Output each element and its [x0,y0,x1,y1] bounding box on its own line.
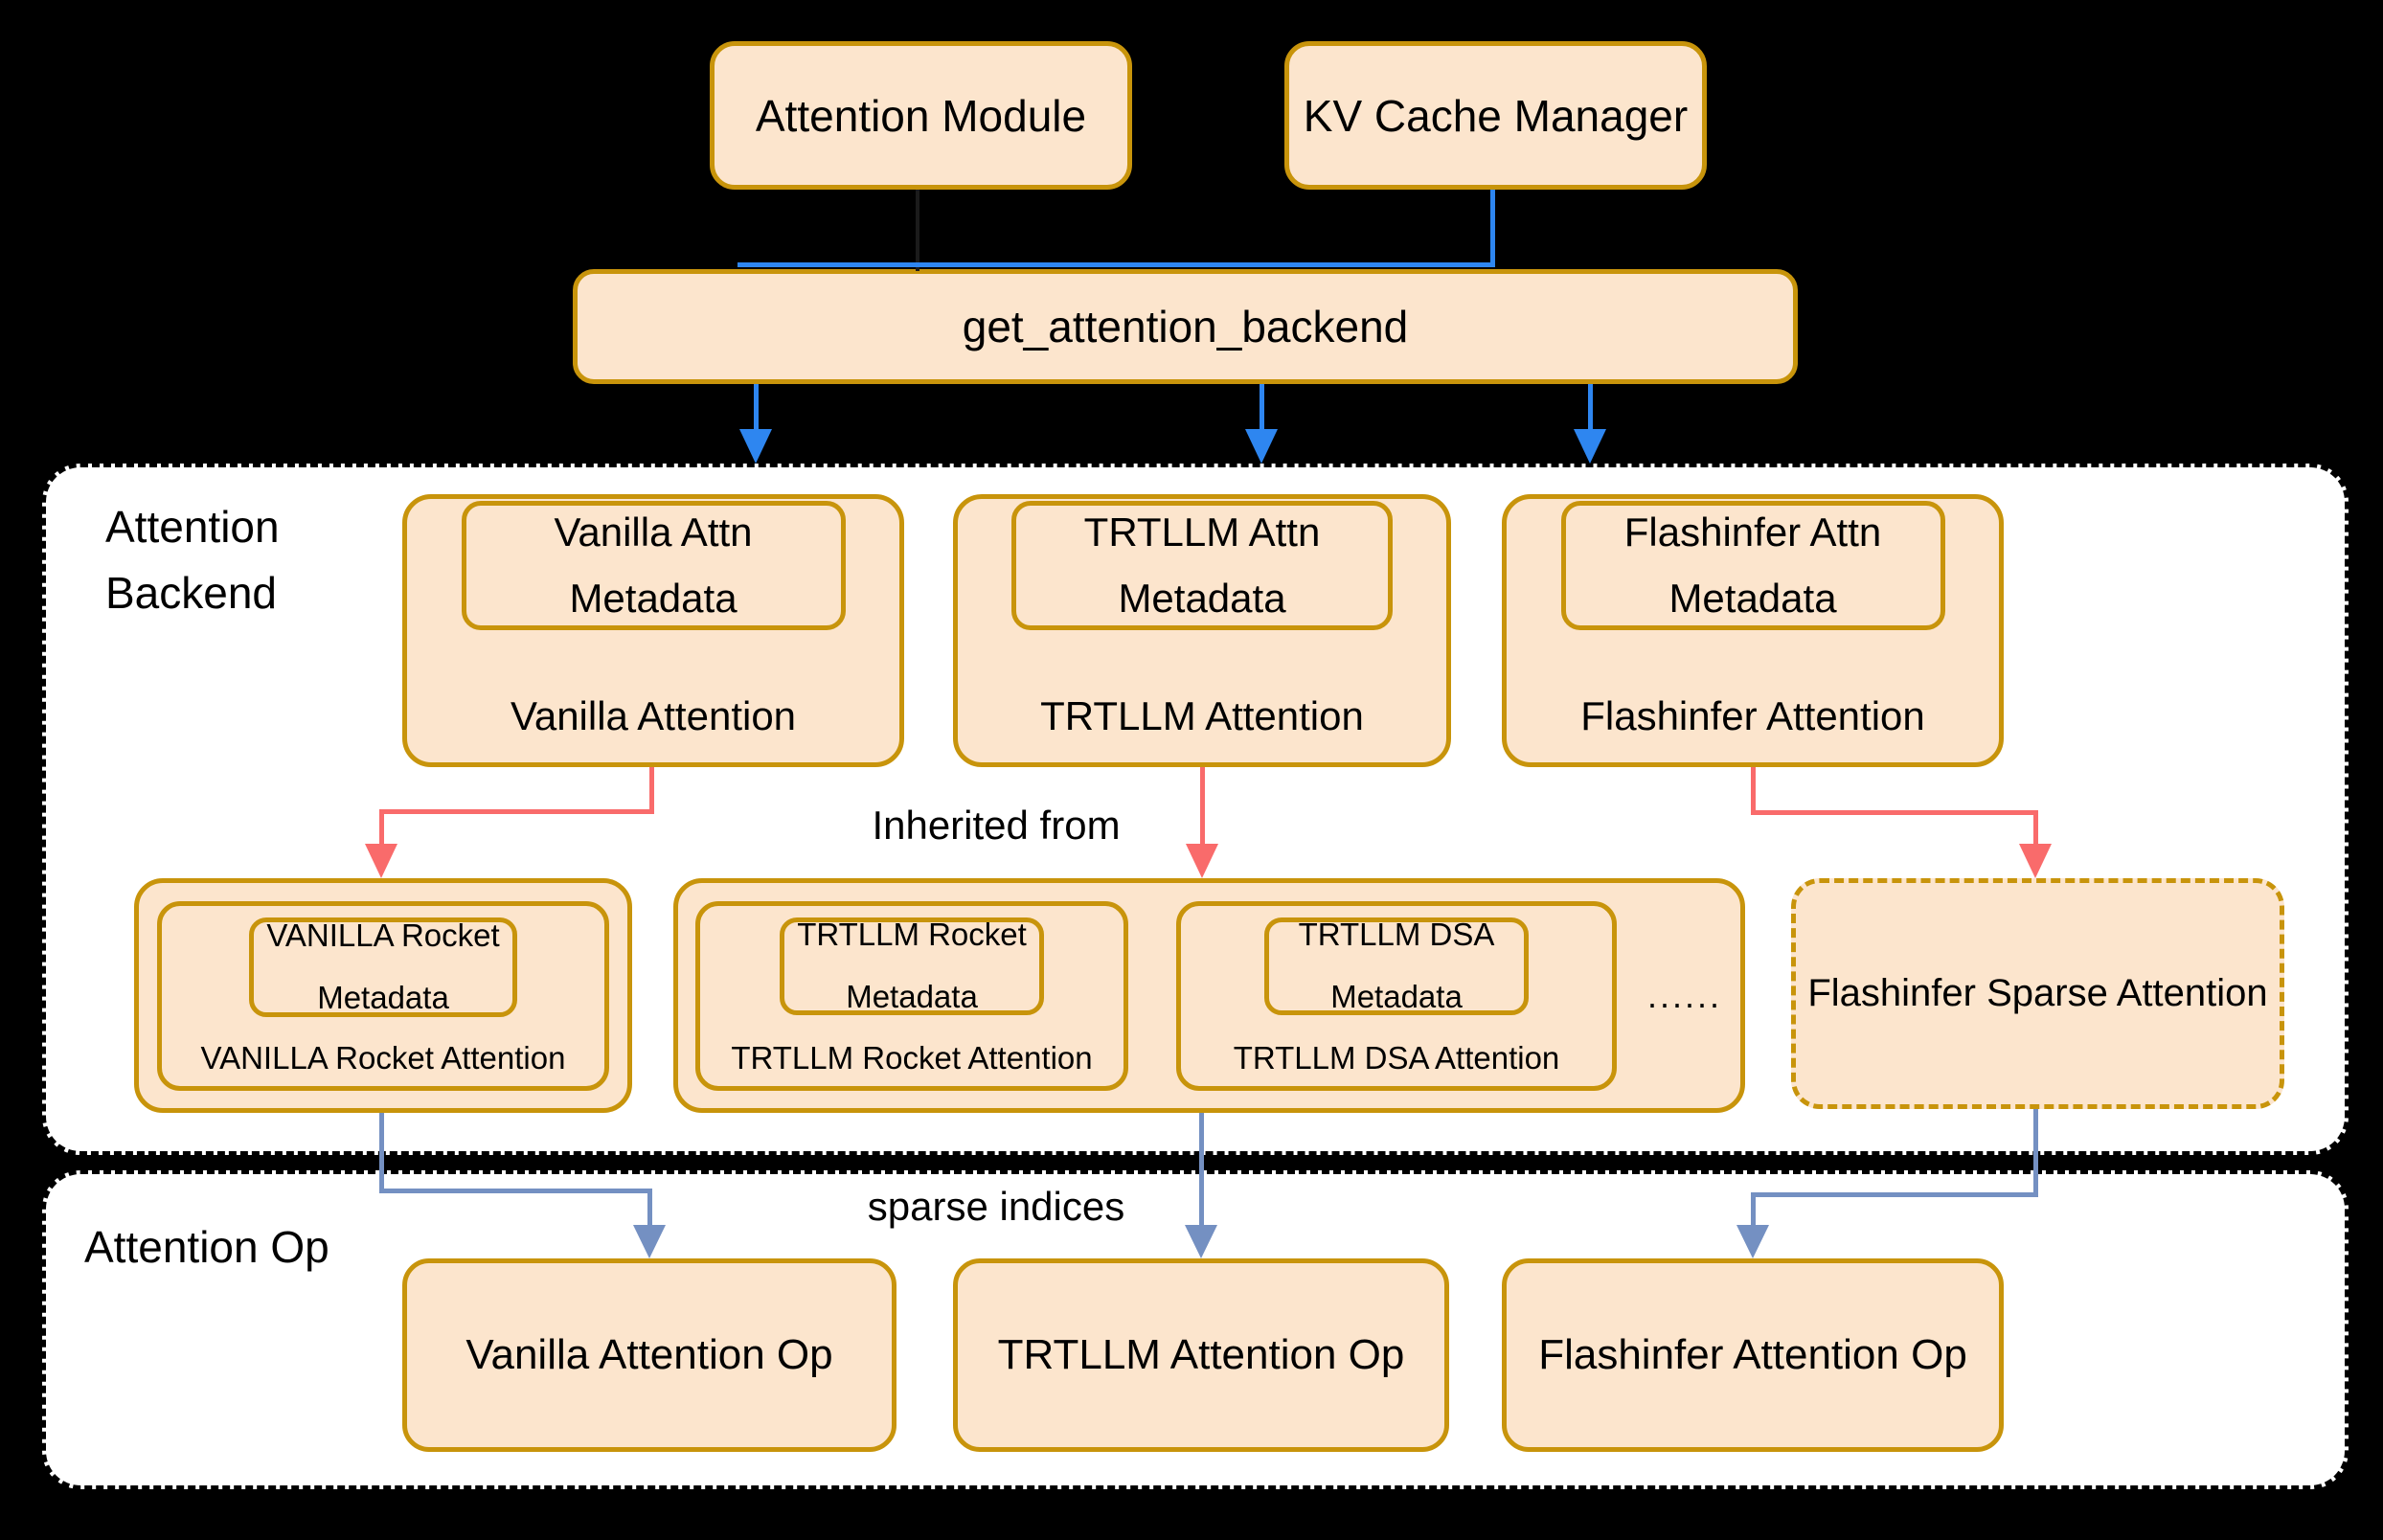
kv-cache-connector-vertical [1490,190,1495,266]
arrow-backend-1-head [739,429,772,464]
trtllm-attn-metadata-node: TRTLLM Attn Metadata [1011,501,1393,630]
arrow-inherit-flashinfer-seg1 [1751,767,1756,810]
vanilla-rocket-attention-title: VANILLA Rocket Attention [200,1039,566,1076]
trtllm-variants-group: TRTLLM Rocket Metadata TRTLLM Rocket Att… [673,878,1745,1113]
trtllm-dsa-metadata-line2: Metadata [1330,978,1463,1014]
flashinfer-attention-title: Flashinfer Attention [1580,693,1925,738]
arrow-inherit-vanilla-head [365,844,397,878]
trtllm-dsa-attention-node: TRTLLM DSA Metadata TRTLLM DSA Attention [1176,900,1617,1091]
vanilla-attention-op-label: Vanilla Attention Op [465,1331,833,1378]
arrow-backend-3-line [1588,384,1593,429]
vanilla-rocket-outer-node: VANILLA Rocket Metadata VANILLA Rocket A… [134,878,632,1113]
attention-backend-label-line2: Backend [105,568,278,618]
flashinfer-attn-metadata-node: Flashinfer Attn Metadata [1560,501,1945,630]
trtllm-dsa-metadata-node: TRTLLM DSA Metadata [1264,917,1529,1015]
flashinfer-sparse-attention-node: Flashinfer Sparse Attention [1791,878,2284,1109]
flashinfer-attn-metadata-line2: Metadata [1668,575,1837,621]
trtllm-rocket-metadata-node: TRTLLM Rocket Metadata [780,917,1044,1015]
trtllm-rocket-attention-node: TRTLLM Rocket Metadata TRTLLM Rocket Att… [695,900,1128,1091]
vanilla-attn-metadata-line1: Vanilla Attn [554,510,753,555]
vanilla-attention-op-node: Vanilla Attention Op [402,1258,896,1452]
arrow-op-trtllm-line [1199,1113,1204,1225]
attention-module-connector [916,190,919,271]
arrow-op-vanilla-head [633,1225,666,1258]
vanilla-rocket-metadata-line1: VANILLA Rocket [266,917,500,954]
trtllm-attn-metadata-line2: Metadata [1118,575,1286,621]
attention-module-label: Attention Module [755,90,1087,141]
arrow-inherit-vanilla-seg2 [379,809,654,814]
flashinfer-sparse-attention-label: Flashinfer Sparse Attention [1807,972,2268,1014]
trtllm-rocket-metadata-line1: TRTLLM Rocket [797,917,1027,953]
arrow-inherit-flashinfer-head [2019,844,2052,878]
trtllm-dsa-metadata-line1: TRTLLM DSA [1298,917,1495,953]
arrow-backend-1-line [754,384,759,429]
arrow-inherit-trtllm-line [1200,767,1205,844]
arrow-backend-3-head [1574,429,1606,464]
arrow-op-trtllm-head [1185,1225,1217,1258]
trtllm-rocket-attention-title: TRTLLM Rocket Attention [731,1039,1093,1076]
vanilla-attn-metadata-node: Vanilla Attn Metadata [461,501,846,630]
arrow-op-flashinfer-seg3 [1751,1192,1756,1225]
flashinfer-attention-op-label: Flashinfer Attention Op [1538,1331,1967,1378]
trtllm-attention-op-node: TRTLLM Attention Op [953,1258,1449,1452]
trtllm-dsa-attention-title: TRTLLM DSA Attention [1233,1039,1560,1076]
arrow-inherit-flashinfer-seg2 [1751,810,2038,815]
trtllm-attention-title: TRTLLM Attention [1040,693,1364,738]
arrow-op-flashinfer-head [1736,1225,1769,1258]
ellipsis-label: ...... [1647,975,1723,1015]
arrow-backend-2-line [1260,384,1264,429]
arrow-op-flashinfer-seg2 [1751,1192,2038,1197]
attention-op-section-label: Attention Op [84,1222,329,1272]
trtllm-attn-metadata-line1: TRTLLM Attn [1083,510,1321,555]
vanilla-attn-metadata-line2: Metadata [569,575,738,621]
inherited-from-label: Inherited from [872,803,1121,848]
attention-module-node: Attention Module [710,41,1132,190]
vanilla-rocket-attention-node: VANILLA Rocket Metadata VANILLA Rocket A… [157,900,609,1091]
trtllm-attention-op-label: TRTLLM Attention Op [997,1331,1405,1378]
flashinfer-attention-node: Flashinfer Attn Metadata Flashinfer Atte… [1502,494,2004,767]
vanilla-attention-node: Vanilla Attn Metadata Vanilla Attention [402,494,904,767]
trtllm-rocket-metadata-line2: Metadata [846,978,978,1014]
arrow-inherit-vanilla-seg3 [379,809,384,844]
get-attention-backend-label: get_attention_backend [962,302,1409,351]
flashinfer-attn-metadata-line1: Flashinfer Attn [1623,510,1882,555]
kv-cache-connector-horizontal [738,262,1495,267]
attention-backend-label-line1: Attention [105,502,280,552]
arrow-op-vanilla-seg1 [379,1113,384,1193]
vanilla-attention-title: Vanilla Attention [510,693,797,738]
kv-cache-manager-label: KV Cache Manager [1303,90,1689,141]
vanilla-rocket-metadata-node: VANILLA Rocket Metadata [249,917,517,1017]
arrow-op-vanilla-seg2 [379,1189,652,1193]
arrow-inherit-trtllm-head [1186,844,1218,878]
trtllm-attention-node: TRTLLM Attn Metadata TRTLLM Attention [953,494,1451,767]
flashinfer-attention-op-node: Flashinfer Attention Op [1502,1258,2004,1452]
vanilla-rocket-metadata-line2: Metadata [317,979,449,1015]
attention-backend-section-label: Attention Backend [105,494,280,626]
arrow-inherit-vanilla-seg1 [649,767,654,809]
sparse-indices-label: sparse indices [867,1184,1125,1229]
get-attention-backend-node: get_attention_backend [573,269,1798,384]
arrow-op-flashinfer-seg1 [2033,1109,2038,1197]
arrow-backend-2-head [1245,429,1278,464]
arrow-inherit-flashinfer-seg3 [2033,810,2038,844]
kv-cache-manager-node: KV Cache Manager [1284,41,1707,190]
arrow-op-vanilla-seg3 [647,1189,652,1225]
